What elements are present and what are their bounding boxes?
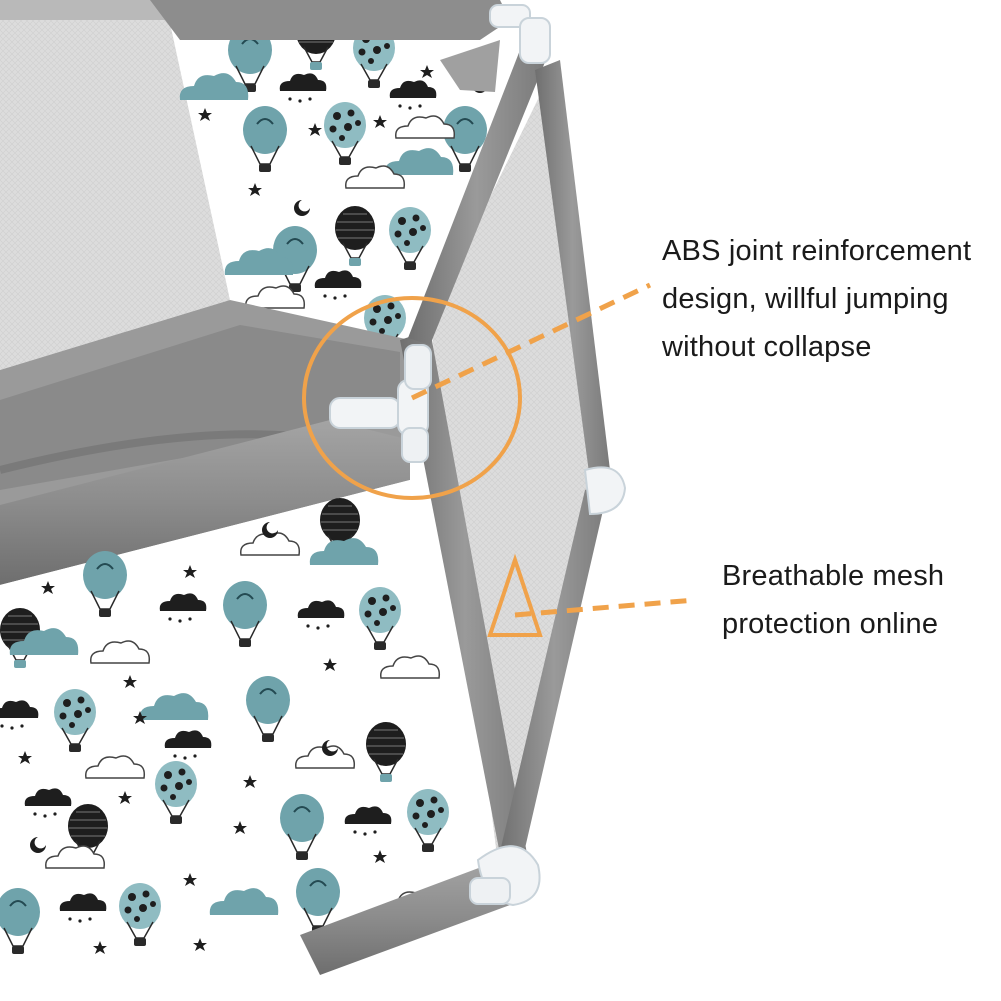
abs-joint-callout-marker bbox=[302, 282, 652, 500]
abs-joint-bottom bbox=[469, 845, 541, 907]
front-corner-pole bbox=[400, 330, 530, 880]
front-print-panel bbox=[0, 480, 500, 1001]
abs-joint-right bbox=[583, 466, 627, 516]
breathable-mesh-callout-text: Breathable mesh protection online bbox=[722, 552, 944, 648]
front-bottom-rail bbox=[300, 860, 510, 975]
abs-joint-callout-text: ABS joint reinforcement design, willful … bbox=[662, 227, 971, 371]
abs-joint-callout-line-1: ABS joint reinforcement bbox=[662, 235, 972, 267]
back-print-panel bbox=[165, 0, 495, 359]
mesh-callout-marker bbox=[487, 553, 696, 637]
breathable-mesh-callout-line-1: Breathable mesh bbox=[722, 560, 945, 592]
right-lower-pole bbox=[498, 480, 610, 870]
right-mesh-panel bbox=[430, 95, 600, 880]
abs-joint-callout-line-3: without collapse bbox=[662, 331, 872, 363]
right-upper-pole bbox=[535, 60, 610, 480]
back-left-mesh-panel bbox=[0, 0, 230, 370]
abs-joint-callout-line-2: design, willful jumping bbox=[662, 283, 949, 315]
abs-joint-top bbox=[489, 4, 551, 64]
front-top-rail bbox=[0, 420, 410, 585]
top-diagonal-pole bbox=[408, 50, 545, 345]
breathable-mesh-callout-line-2: protection online bbox=[722, 608, 939, 640]
